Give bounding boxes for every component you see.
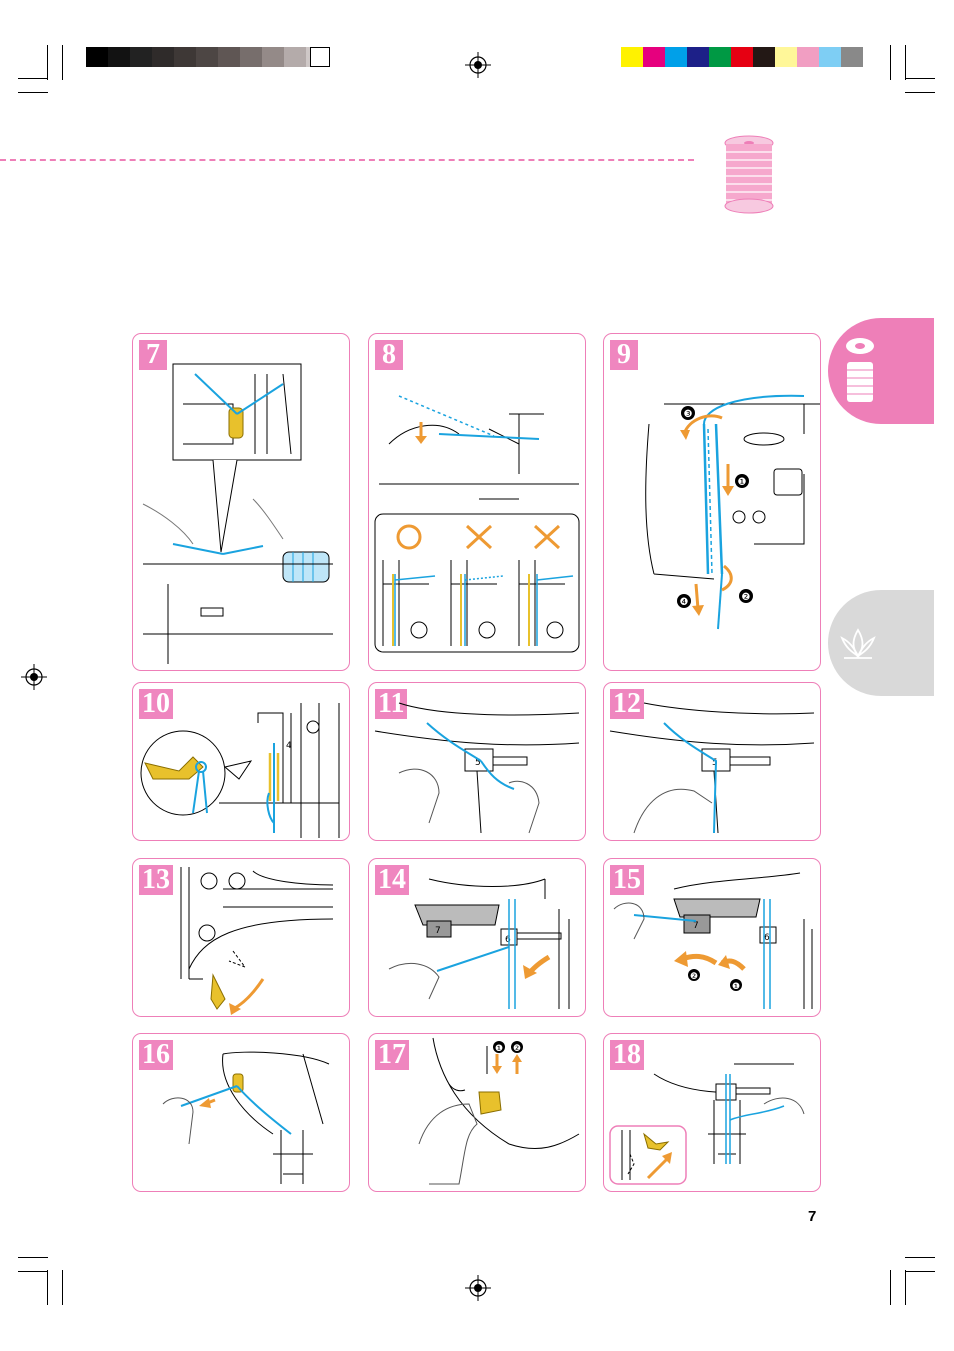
step-panel: 17 ❶ ❷ bbox=[368, 1033, 586, 1192]
step-number: 10 bbox=[139, 689, 173, 719]
clamp-number: 5 bbox=[475, 758, 481, 768]
clamp-number: 5 bbox=[712, 758, 718, 768]
callout-number: ❹ bbox=[680, 597, 689, 608]
callout-number: ❷ bbox=[742, 592, 751, 603]
step-number: 15 bbox=[610, 865, 644, 895]
callout-number: ❷ bbox=[513, 1044, 521, 1054]
callout-number: ❶ bbox=[495, 1044, 503, 1054]
part-number: 6 bbox=[764, 933, 770, 943]
part-number: 6 bbox=[505, 935, 511, 945]
illustration bbox=[609, 1063, 805, 1185]
step-number: 18 bbox=[610, 1040, 644, 1070]
bobbin-spool-icon bbox=[846, 338, 874, 402]
step-number: 8 bbox=[375, 340, 403, 370]
illustration: ❸ ❶ ❹ ❷ bbox=[645, 394, 820, 630]
header-dashed-rule bbox=[0, 159, 694, 161]
illustration: 5 bbox=[609, 702, 815, 834]
step-panel: 15 7 6 ❷ ❶ bbox=[603, 858, 821, 1017]
callout-number: ❷ bbox=[690, 972, 698, 982]
illustration bbox=[142, 363, 333, 664]
callout-number: ❶ bbox=[738, 477, 747, 488]
step-panel: 11 5 bbox=[368, 682, 586, 841]
step-number: 12 bbox=[610, 689, 644, 719]
step-number: 13 bbox=[139, 865, 173, 895]
step-number: 7 bbox=[139, 340, 167, 370]
illustration: 5 bbox=[374, 702, 580, 834]
step-number: 17 bbox=[375, 1040, 409, 1070]
part-number: 7 bbox=[435, 926, 441, 936]
callout-number: ❶ bbox=[732, 982, 740, 992]
step-panel: 8 bbox=[368, 333, 586, 671]
registration-target-icon bbox=[465, 52, 491, 78]
step-panel: 13 bbox=[132, 858, 350, 1017]
chapter-tab-threading[interactable] bbox=[828, 318, 934, 424]
step-panel: 14 7 6 bbox=[368, 858, 586, 1017]
page-number: 7 bbox=[808, 1208, 817, 1225]
step-number: 16 bbox=[139, 1040, 173, 1070]
thread-guide-number: 4 bbox=[286, 741, 292, 751]
thread-spool-icon bbox=[724, 135, 774, 214]
step-number: 14 bbox=[375, 865, 409, 895]
step-number: 9 bbox=[610, 340, 638, 370]
flower-ornament-icon bbox=[840, 628, 876, 659]
step-panel: 7 bbox=[132, 333, 350, 671]
illustration bbox=[374, 395, 580, 653]
illustration: 7 6 ❷ ❶ bbox=[613, 872, 813, 1009]
illustration: 4 bbox=[140, 703, 340, 838]
callout-number: ❸ bbox=[684, 409, 693, 420]
registration-target-icon bbox=[465, 1275, 491, 1301]
step-panel: 12 5 bbox=[603, 682, 821, 841]
step-panel: 9 ❸ ❶ ❹ ❷ bbox=[603, 333, 821, 671]
illustration bbox=[162, 1051, 330, 1184]
part-number: 7 bbox=[693, 921, 699, 931]
chapter-tab-decorative[interactable] bbox=[828, 590, 934, 696]
illustration: ❶ ❷ bbox=[418, 1037, 580, 1185]
step-panel: 18 bbox=[603, 1033, 821, 1192]
step-panel: 10 4 bbox=[132, 682, 350, 841]
illustration: 7 6 bbox=[388, 878, 570, 1009]
step-panel: 16 bbox=[132, 1033, 350, 1192]
illustration bbox=[180, 867, 334, 1015]
registration-target-icon bbox=[21, 664, 47, 690]
